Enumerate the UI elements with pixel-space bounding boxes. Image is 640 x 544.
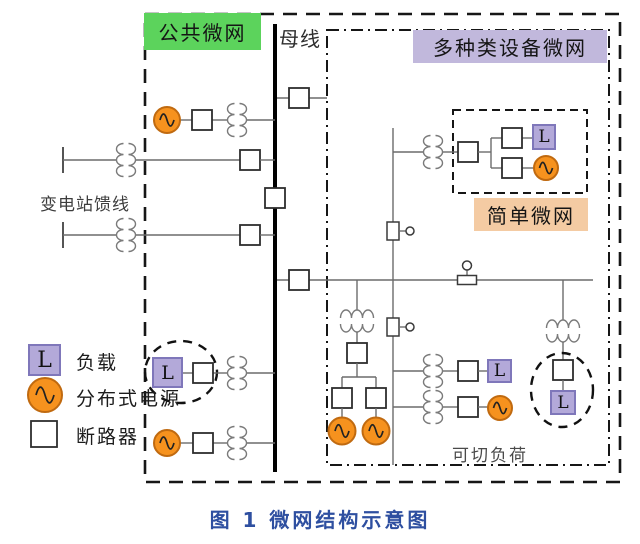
public-load-branch — [143, 339, 275, 405]
bus-tie-breaker — [264, 187, 286, 209]
mid-load-branch — [393, 353, 488, 389]
outer-boundary — [143, 12, 622, 484]
load-symbol: L — [532, 124, 556, 150]
public-microgrid-label: 公共微网 — [144, 13, 261, 50]
load-group-outline — [143, 339, 219, 405]
circuit-breaker — [331, 387, 353, 409]
circuit-breaker — [191, 109, 213, 131]
circuit-breaker — [346, 342, 368, 364]
transformer-icon — [422, 353, 444, 389]
circuit-breaker — [501, 127, 523, 149]
sheddable-load-outline — [529, 351, 595, 429]
circuit-breaker — [457, 360, 479, 382]
disconnect-switch-icon — [456, 260, 478, 286]
load-symbol: L — [152, 357, 183, 388]
circuit-breaker — [365, 387, 387, 409]
transformer-icon — [226, 102, 248, 138]
circuit-breaker — [457, 396, 479, 418]
sheddable-load-label: 可切负荷 — [452, 446, 528, 466]
circuit-breaker — [239, 224, 261, 246]
multi-device-microgrid-boundary — [326, 29, 610, 466]
transformer-icon — [115, 142, 137, 178]
circuit-breaker — [192, 432, 214, 454]
load-symbol: L — [487, 359, 512, 383]
load-symbol: L — [550, 390, 576, 415]
distributed-source-icon — [361, 416, 391, 446]
legend-load-icon: L — [28, 344, 61, 376]
transformer-icon — [422, 134, 444, 170]
bus-label: 母线 — [279, 27, 321, 51]
multi-device-microgrid-label: 多种类设备微网 — [413, 30, 607, 63]
substation-feeder-1 — [62, 142, 275, 178]
circuit-breaker — [288, 269, 310, 291]
bus-top-branch — [277, 87, 327, 109]
transformer-icon — [226, 355, 248, 391]
sheddable-load-branch — [529, 280, 595, 429]
legend-source-icon — [27, 377, 63, 413]
mid-source-branch — [393, 389, 513, 425]
circuit-breaker — [239, 149, 261, 171]
transformer-icon — [545, 319, 581, 343]
disconnect-switch-icon — [386, 317, 415, 337]
simple-microgrid-label: 简单微网 — [474, 198, 588, 231]
circuit-breaker — [552, 359, 574, 381]
circuit-breaker — [457, 141, 479, 163]
transformer-icon — [339, 309, 375, 333]
legend-breaker-label: 断路器 — [76, 426, 140, 448]
transformer-icon — [422, 389, 444, 425]
figure-caption: 图 1 微网结构示意图 — [209, 508, 431, 532]
disconnect-switch-icon — [386, 221, 415, 241]
legend-source-label: 分布式电源 — [76, 388, 182, 410]
distributed-source-icon — [487, 395, 513, 421]
distributed-source-icon — [153, 429, 181, 457]
simple-microgrid-branch — [393, 127, 559, 181]
distributed-source-icon — [533, 155, 559, 181]
public-source-branch-top — [153, 102, 275, 138]
distribution-line — [277, 260, 593, 291]
legend-breaker-icon — [30, 420, 58, 448]
microgrid-trunk — [386, 128, 415, 465]
source-group-branch — [327, 280, 391, 446]
circuit-breaker — [288, 87, 310, 109]
transformer-icon — [115, 217, 137, 253]
substation-feeder-2 — [62, 217, 275, 253]
circuit-breaker — [192, 362, 214, 384]
legend-load-label: 负载 — [76, 352, 119, 374]
distributed-source-icon — [153, 106, 181, 134]
circuit-breaker — [501, 157, 523, 179]
distributed-source-icon — [327, 416, 357, 446]
public-source-branch-bottom — [153, 425, 275, 461]
substation-feeder-label: 变电站馈线 — [40, 195, 130, 215]
transformer-icon — [226, 425, 248, 461]
